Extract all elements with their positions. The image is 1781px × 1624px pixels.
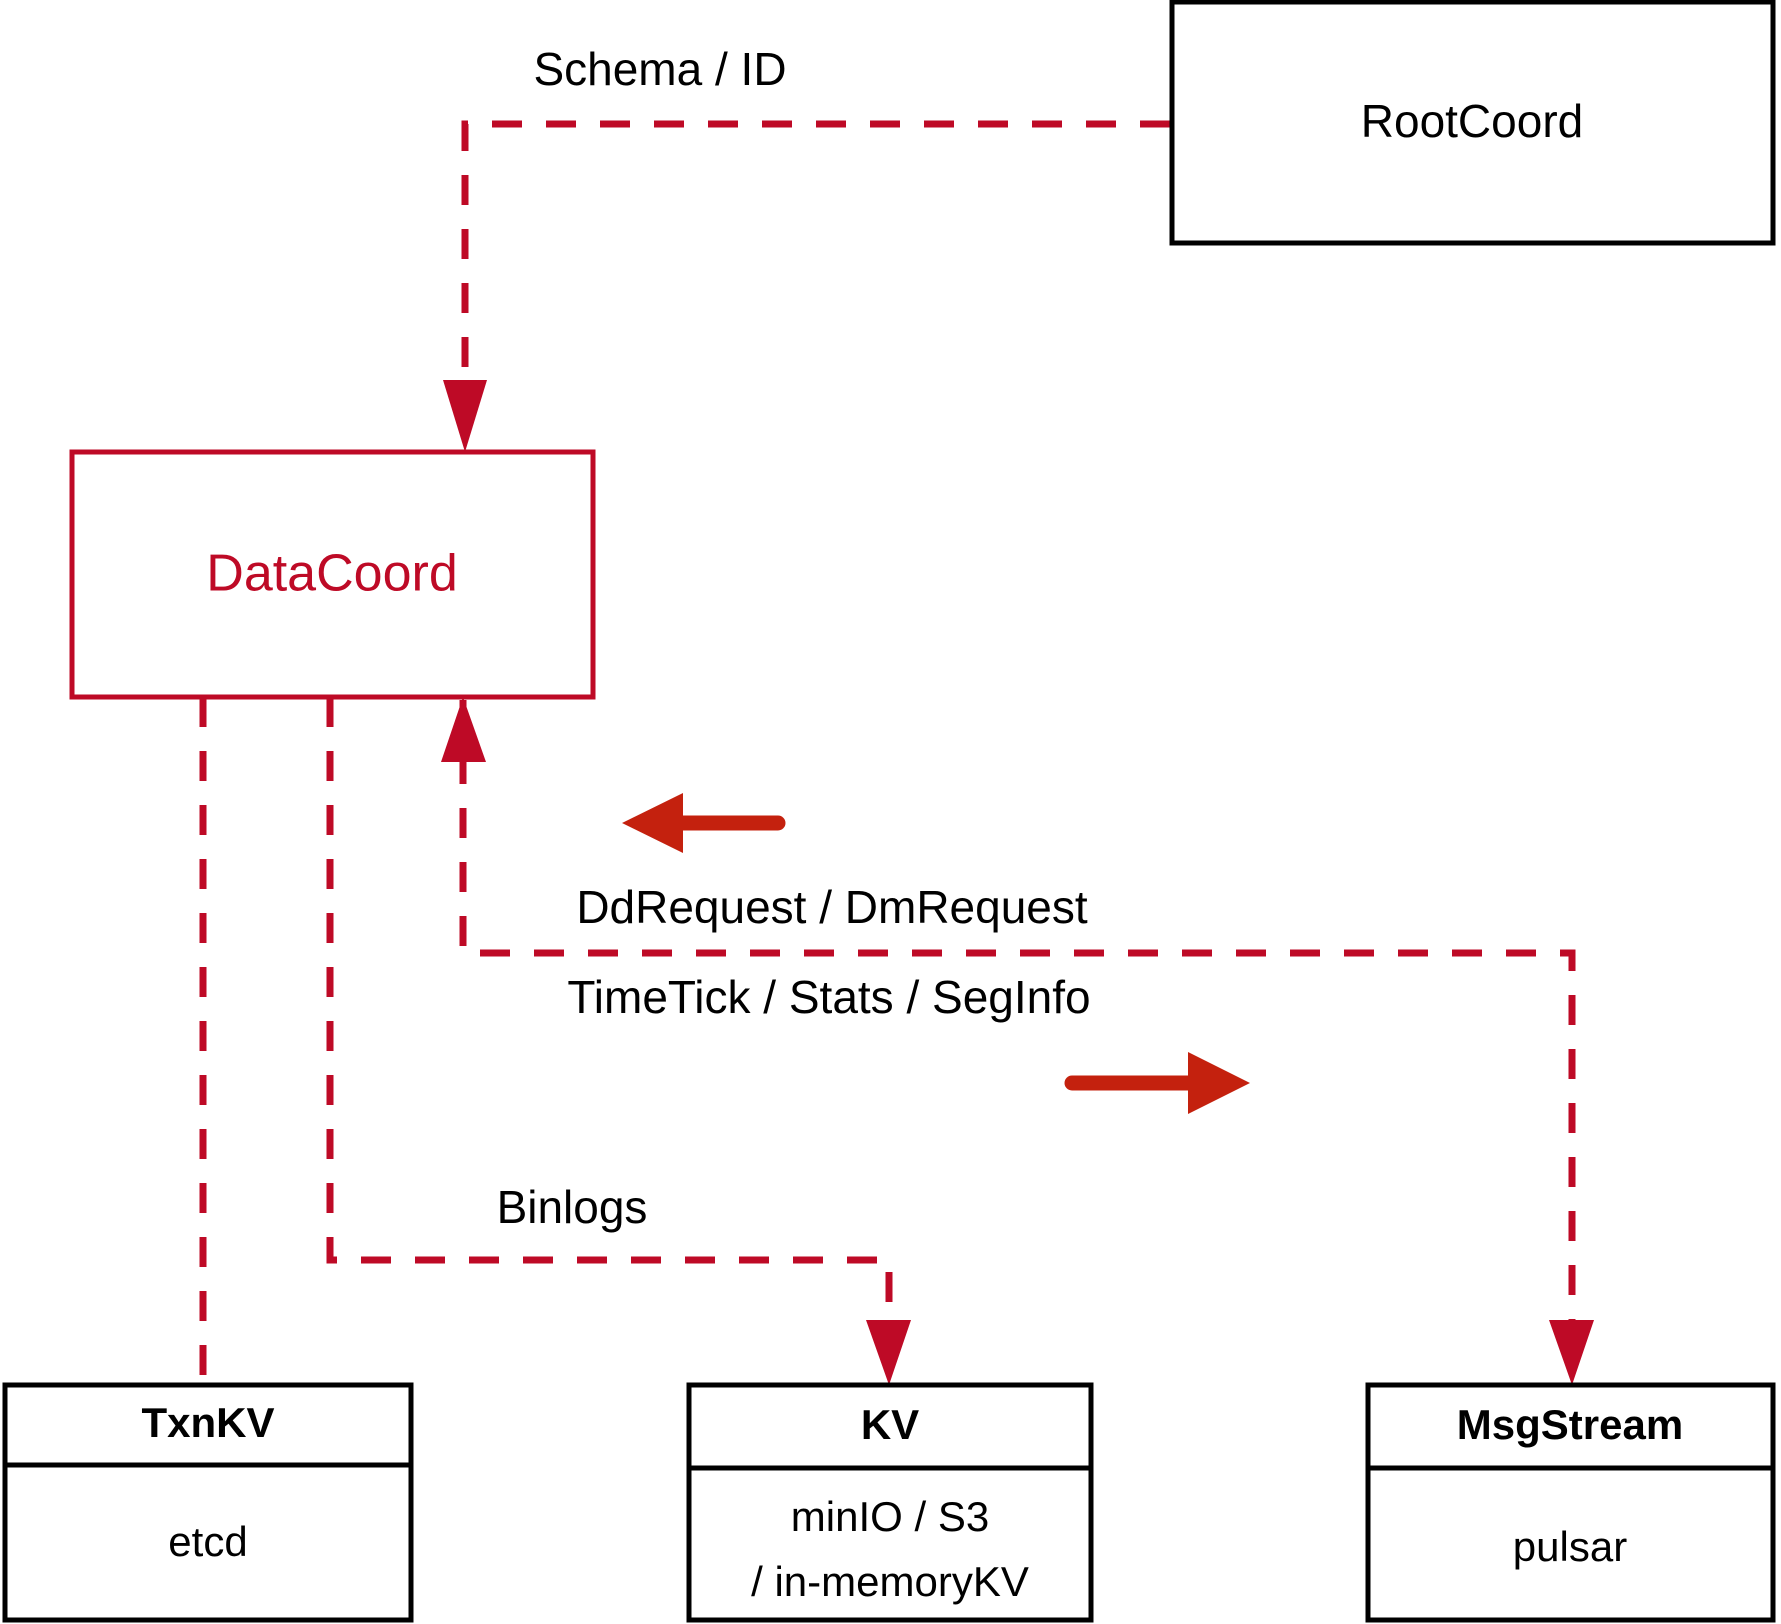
edge-schema-id (443, 120, 1170, 452)
node-kv[interactable]: KV minIO / S3 / in-memoryKV (686, 1382, 1094, 1623)
node-rootcoord-label: RootCoord (1361, 95, 1583, 147)
direction-arrow-right (1064, 1052, 1250, 1114)
direction-arrow-right-head (1188, 1052, 1250, 1114)
edge-label-schema-id: Schema / ID (533, 43, 786, 95)
node-msgstream[interactable]: MsgStream pulsar (1365, 1382, 1776, 1623)
edge-datacoord-to-msgstream-arrowhead (1549, 1320, 1594, 1385)
node-txnkv[interactable]: TxnKV etcd (2, 1382, 414, 1623)
node-datacoord-label: DataCoord (206, 545, 457, 603)
node-kv-detail-line1: minIO / S3 (791, 1493, 989, 1540)
edge-binlogs (326, 697, 911, 1385)
edge-label-timetick-stats-seginfo: TimeTick / Stats / SegInfo (567, 971, 1090, 1023)
node-txnkv-title: TxnKV (141, 1399, 274, 1446)
node-rootcoord[interactable]: RootCoord (1169, 0, 1776, 246)
node-kv-title: KV (861, 1401, 919, 1448)
node-msgstream-title: MsgStream (1457, 1401, 1683, 1448)
node-datacoord[interactable]: DataCoord (69, 449, 596, 700)
edge-msgstream-datacoord-path (459, 700, 1576, 1330)
node-msgstream-box[interactable] (1365, 1382, 1776, 1623)
node-datacoord-box[interactable] (69, 449, 596, 700)
edge-schema-id-arrowhead (443, 380, 487, 452)
edge-label-binlogs: Binlogs (497, 1181, 648, 1233)
node-txnkv-detail: etcd (168, 1518, 247, 1565)
edge-msgstream-datacoord (441, 697, 1594, 1385)
edge-binlogs-path (326, 697, 893, 1330)
edge-schema-id-path (461, 120, 1170, 370)
node-txnkv-box[interactable] (2, 1382, 414, 1623)
edge-label-dd-dm-request: DdRequest / DmRequest (576, 881, 1088, 933)
direction-arrow-left-head (622, 793, 683, 853)
node-kv-box[interactable] (686, 1382, 1094, 1623)
node-kv-detail-line2: / in-memoryKV (751, 1558, 1029, 1605)
node-rootcoord-box[interactable] (1169, 0, 1776, 246)
direction-arrow-left (622, 793, 786, 853)
node-msgstream-detail: pulsar (1513, 1523, 1627, 1570)
edge-binlogs-arrowhead (866, 1320, 911, 1385)
edge-msgstream-to-datacoord-arrowhead (441, 697, 486, 762)
